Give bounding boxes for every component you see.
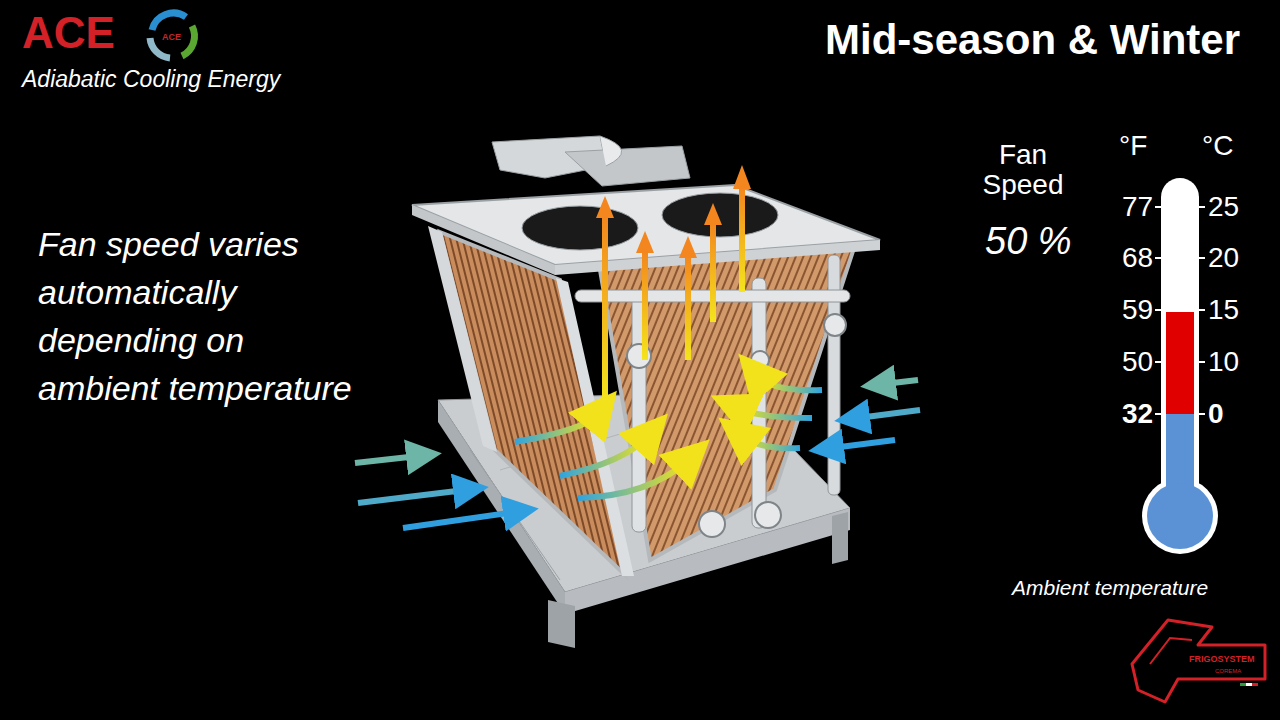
- top-plate: [662, 193, 778, 237]
- fan-hoods: [565, 146, 690, 186]
- unit-label: °C: [1202, 130, 1233, 162]
- airflow-arrows: [355, 165, 920, 528]
- thermometer: [1142, 478, 1218, 554]
- airflow-arrows: [685, 255, 691, 360]
- frigosystem-logo: [1132, 620, 1265, 702]
- airflow-arrows: [679, 236, 697, 258]
- airflow-arrows: [884, 380, 918, 384]
- airflow-arrows: [355, 456, 418, 463]
- brand-tagline: Adiabatic Cooling Energy: [22, 66, 280, 92]
- scale-number: 59: [1122, 294, 1153, 326]
- thermometer: [1199, 361, 1205, 363]
- top-plate: [522, 206, 638, 250]
- logo-text: FRIGOSYSTEM: [1189, 654, 1255, 664]
- pipes: [752, 278, 766, 528]
- thermometer: [1155, 257, 1161, 259]
- airflow-arrows: [710, 222, 716, 322]
- scale-number: 68: [1122, 242, 1153, 274]
- airflow-arrows: [560, 436, 648, 476]
- scale-number: 15: [1208, 294, 1239, 326]
- pipes: [699, 511, 725, 537]
- fan-hoods: [600, 136, 622, 166]
- ace-logo-icon: [150, 13, 194, 58]
- cooler-base: [832, 512, 848, 564]
- airflow-arrows: [515, 414, 598, 442]
- scale-number: 0: [1208, 398, 1224, 430]
- fan-speed-value: 50 %: [985, 220, 1072, 264]
- airflow-arrows: [742, 436, 800, 448]
- scale-number: 25: [1208, 191, 1239, 223]
- thermometer: [1155, 413, 1161, 415]
- cooler-base: [548, 600, 575, 648]
- airflow-arrows: [596, 196, 614, 218]
- scale-number: 10: [1208, 346, 1239, 378]
- thermometer: [1199, 413, 1205, 415]
- airflow-arrows: [578, 460, 688, 498]
- airflow-arrows: [704, 203, 722, 225]
- thermometer: [1199, 257, 1205, 259]
- unit-label: °F: [1119, 130, 1147, 162]
- pipes: [751, 351, 769, 369]
- thermometer: [1161, 178, 1199, 508]
- thermometer: [1147, 483, 1213, 549]
- thermometer: [1155, 361, 1161, 363]
- scale-number: 32: [1122, 398, 1153, 430]
- airflow-arrows: [636, 231, 654, 253]
- frigosystem-logo: [1132, 620, 1265, 702]
- thermometer: [1155, 309, 1161, 311]
- title: Mid-season & Winter: [825, 16, 1240, 64]
- logo-text: COREMA: [1215, 668, 1241, 675]
- airflow-arrows: [858, 410, 920, 418]
- airflow-arrows: [733, 165, 751, 189]
- airflow-arrows: [602, 215, 608, 400]
- frigosystem-logo: [1252, 683, 1258, 686]
- description: Fan speed varies automatically depending…: [38, 220, 368, 412]
- airflow-arrows: [832, 440, 895, 448]
- fan-hoods: [492, 136, 690, 186]
- thermometer: [1155, 207, 1205, 414]
- brand-logo: ACE: [22, 8, 115, 59]
- scale-number: 50: [1122, 346, 1153, 378]
- thermometer: [1199, 309, 1205, 311]
- thermometer: [1199, 206, 1205, 208]
- coil-panels: [428, 226, 497, 452]
- frigosystem-logo: [1240, 683, 1246, 686]
- frigosystem-logo: [1246, 683, 1252, 686]
- airflow-arrows: [739, 186, 745, 292]
- coil-panels: [428, 226, 855, 576]
- airflow-arrows: [358, 490, 465, 503]
- logo-mark: ACE: [162, 32, 181, 42]
- thermometer: [1142, 178, 1218, 554]
- scale-number: 20: [1208, 242, 1239, 274]
- thermometer-caption: Ambient temperature: [1012, 576, 1208, 600]
- ace-logo-icon: [182, 26, 194, 56]
- thermometer: [1166, 312, 1194, 414]
- coil-panels: [440, 232, 625, 575]
- thermometer: [1155, 206, 1161, 208]
- airflow-arrows: [642, 250, 648, 360]
- fan-speed-label: Fan Speed: [968, 140, 1078, 200]
- pipes: [824, 314, 846, 336]
- ace-logo-icon: [152, 13, 186, 30]
- airflow-arrows: [758, 376, 822, 390]
- pipes: [755, 502, 781, 528]
- airflow-arrows: [403, 512, 515, 528]
- airflow-arrows: [738, 408, 812, 418]
- frigosystem-logo: [1150, 638, 1192, 664]
- scale-number: 77: [1122, 191, 1153, 223]
